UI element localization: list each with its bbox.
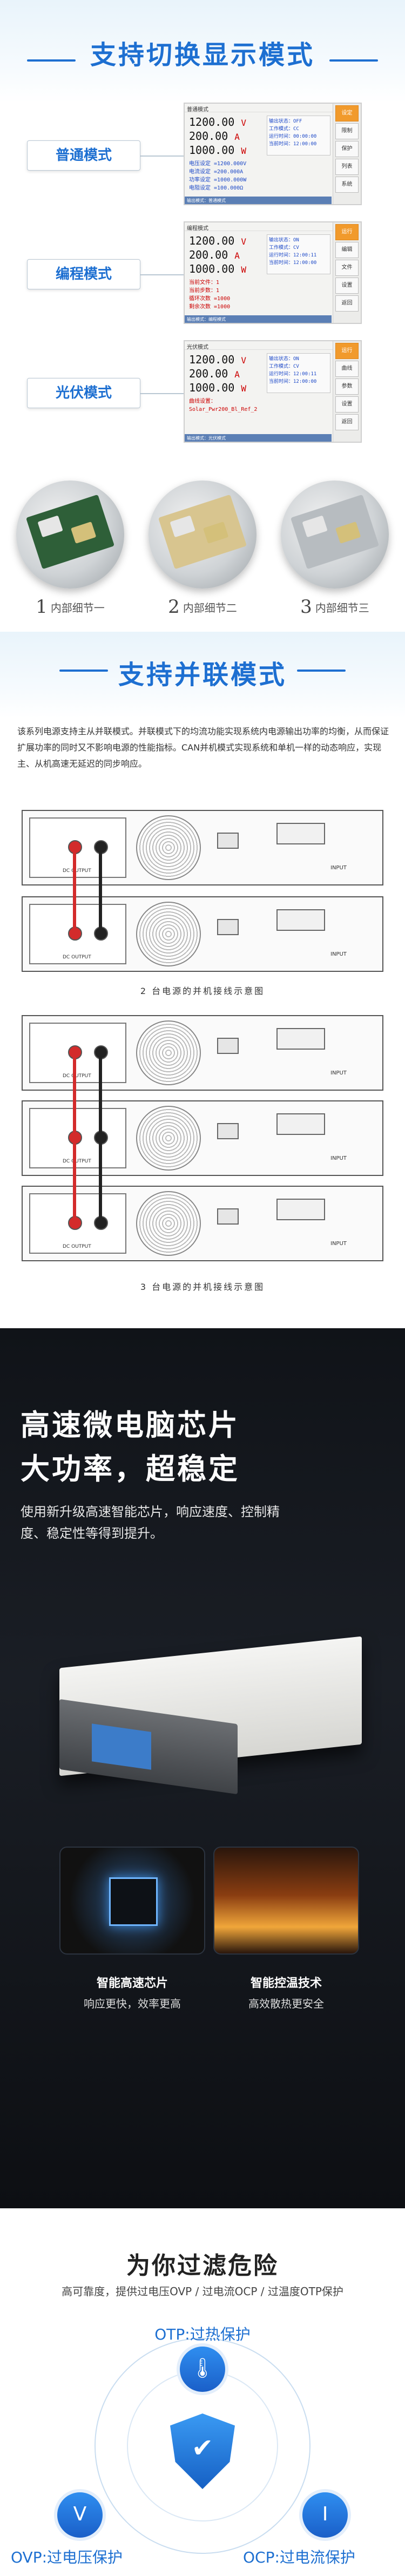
softkey[interactable]: 设置 [335,278,359,294]
readout-block: 1200.00 V 200.00 A 1000.00 W [189,234,246,275]
chip-subtitle: 大功率，超稳定 [21,1452,240,1486]
fan-icon [136,1106,201,1171]
protection-title: 为你过滤危险 [126,2252,279,2280]
fan-icon [136,902,201,966]
parallel-description: 该系列电源支持主从并联模式。并联模式下的均流功能实现系统内电源输出功率的均衡，从… [17,726,389,769]
current-icon: I [299,2489,351,2541]
ovp-label: OVP:过电压保护 [11,2548,123,2566]
chip-description: 使用新升级高速智能芯片，响应速度、控制精度、稳定性等得到提升。 [21,1504,280,1541]
modes-banner: 支持切换显示模式 [0,0,405,103]
mode-row-normal: 普通模式 普通模式 1200.00 V 200.00 A 1000.00 W 输… [0,103,405,213]
parallel-banner: 支持并联模式 [0,632,405,718]
cpu-chip-icon [109,1877,158,1926]
thermometer-icon: 🌡 [177,2343,228,2395]
mode-row-pv: 光伏模式 光伏模式 1200.00 V 200.00 A 1000.00 W 输… [0,340,405,451]
softkey[interactable]: 参数 [335,378,359,395]
heatsink-image [281,481,389,589]
settings-block: 电压设定 =1200.000V 电流设定 =200.000A 功率设定 =100… [189,161,247,191]
readout-block: 1200.00 V 200.00 A 1000.00 W [189,353,246,394]
screen-header: 光伏模式 [185,341,361,350]
voltage-icon: V [54,2489,106,2541]
softkey-column: 运行 曲线 参数 设置 返回 [333,341,361,442]
psu-unit: DC OUTPUT INPUT [22,1100,383,1176]
screen-program: 编程模式 1200.00 V 200.00 A 1000.00 W 输出状态：O… [184,221,362,324]
screen-header: 编程模式 [185,222,361,232]
status-box: 输出状态：ON 工作模式：CV 运行时间：12:00:11 当前时间：12:00… [267,234,330,274]
ring-outer [94,2338,310,2554]
program-block: 当前文件：1 当前步数：1 循环次数 =1000 剩余次数 =1000 [189,280,231,310]
parallel-title: 支持并联模式 [118,660,287,690]
psu-unit: DC OUTPUT INPUT [22,1015,383,1091]
psu-unit: DC OUTPUT INPUT [22,896,383,972]
feature-sub: 响应更快，效率更高 [84,1997,181,2010]
chip-image [59,1847,205,1955]
power-supply-image [38,1631,367,1795]
fan-icon [136,815,201,880]
chip-title: 高速微电脑芯片 [21,1408,240,1442]
softkey[interactable]: 运行 [335,224,359,240]
softkey[interactable]: 文件 [335,260,359,276]
screen-footer: 输出模式：编程模式 [185,315,332,323]
softkey[interactable]: 系统 [335,177,359,193]
chip-section: 高速微电脑芯片 大功率，超稳定 使用新升级高速智能芯片，响应速度、控制精度、稳定… [0,1328,405,2208]
mode-label-program[interactable]: 编程模式 [27,259,140,289]
ocp-label: OCP:过电流保护 [243,2548,355,2566]
softkey[interactable]: 限制 [335,123,359,139]
parallel-diagram-3: DC OUTPUT INPUT DC OUTPUT INPUT DC OUTPU… [22,1015,383,1263]
softkey[interactable]: 运行 [335,343,359,359]
screen-footer: 输出模式：普通模式 [185,197,332,204]
screen-pv: 光伏模式 1200.00 V 200.00 A 1000.00 W 输出状态：O… [184,340,362,443]
protection-subtitle: 高可靠度，提供过电压OVP / 过电流OCP / 过温度OTP保护 [62,2285,343,2298]
screen-footer: 输出模式：光伏模式 [185,434,332,442]
heat-image [213,1847,359,1955]
otp-label: OTP:过热保护 [154,2325,251,2343]
modes-title: 支持切换显示模式 [90,40,315,70]
mode-label-pv[interactable]: 光伏模式 [27,378,140,408]
circuit-board-image [16,481,124,589]
feature-title: 智能控温技术 [250,1977,322,1990]
feature-title: 智能高速芯片 [96,1977,168,1990]
softkey[interactable]: 列表 [335,159,359,175]
diagram-caption-2: 2 台电源的并机接线示意图 [140,986,265,996]
screen-normal: 普通模式 1200.00 V 200.00 A 1000.00 W 输出状态：O… [184,103,362,205]
softkey[interactable]: 设定 [335,105,359,121]
screen-header: 普通模式 [185,104,361,113]
parallel-diagram-2: DC OUTPUT INPUT DC OUTPUT INPUT [22,810,383,972]
mode-row-program: 编程模式 编程模式 1200.00 V 200.00 A 1000.00 W 输… [0,221,405,332]
softkey[interactable]: 保护 [335,141,359,157]
fan-icon [136,1191,201,1256]
softkey-column: 运行 编辑 文件 设置 返回 [333,222,361,323]
fan-icon [136,1020,201,1085]
softkey[interactable]: 曲线 [335,361,359,377]
status-box: 输出状态：OFF 工作模式：CC 运行时间：00:00:00 当前时间：12:0… [267,116,330,155]
softkey[interactable]: 返回 [335,295,359,312]
softkey[interactable]: 编辑 [335,242,359,258]
circuit-board-image [148,481,256,589]
curve-block: 曲线设置： Solar_Pwr200_Bl_Ref_2 [189,398,258,413]
mode-label-normal[interactable]: 普通模式 [27,140,140,171]
softkey[interactable]: 设置 [335,396,359,413]
softkey-column: 设定 限制 保护 列表 系统 [333,104,361,204]
softkey[interactable]: 返回 [335,414,359,430]
status-box: 输出状态：ON 工作模式：CV 运行时间：12:00:11 当前时间：12:00… [267,353,330,393]
readout-block: 1200.00 V 200.00 A 1000.00 W [189,116,246,157]
diagram-caption-3: 3 台电源的并机接线示意图 [140,1282,265,1292]
feature-sub: 高效散热更安全 [248,1997,324,2010]
